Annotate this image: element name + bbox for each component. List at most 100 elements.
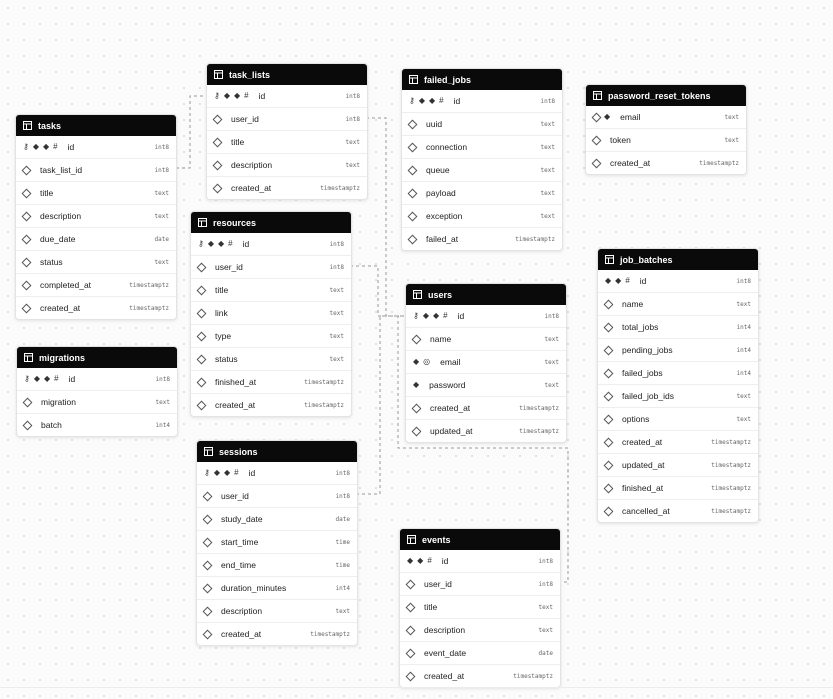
nullable-icon [407, 142, 418, 152]
table-header[interactable]: password_reset_tokens [586, 85, 746, 106]
column-name: user_id [215, 262, 243, 272]
column-icons [402, 119, 420, 129]
table-header[interactable]: users [406, 284, 566, 305]
table-icon [23, 121, 32, 130]
nullable-icon [405, 602, 416, 612]
table-header[interactable]: job_batches [598, 249, 758, 270]
table-header[interactable]: events [400, 529, 560, 550]
column-name: failed_job_ids [622, 391, 674, 401]
table-header[interactable]: sessions [197, 441, 357, 462]
table-header[interactable]: task_lists [207, 64, 367, 85]
column-type: text [540, 212, 555, 220]
column-name: id [258, 91, 266, 101]
table-header[interactable]: resources [191, 212, 351, 233]
table-header[interactable]: migrations [17, 347, 177, 368]
key-icon: ⚷ [198, 239, 204, 248]
table-title: tasks [38, 120, 62, 131]
table-header[interactable]: failed_jobs [402, 69, 562, 90]
nullable-icon [196, 262, 207, 272]
column-icons: ⚷◆◆# [191, 240, 237, 248]
table-header[interactable]: tasks [16, 115, 176, 136]
column-name: title [231, 137, 245, 147]
not-null-icon: ◆ [234, 91, 241, 100]
